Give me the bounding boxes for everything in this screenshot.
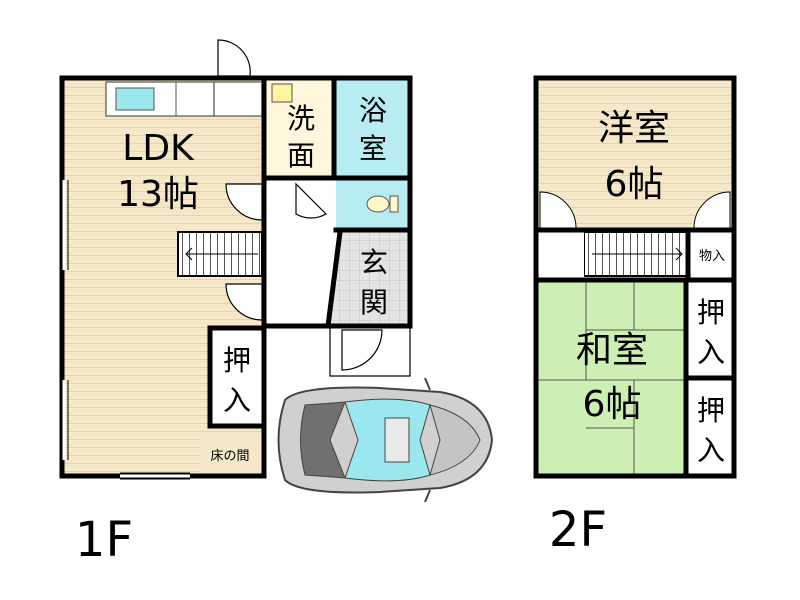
entry-door-top	[217, 39, 251, 77]
floor2-plan: 洋室 6帖 物入 和室 6帖 押 入 押 入 2F	[533, 75, 737, 558]
washer-icon	[271, 83, 293, 103]
tokonoma-area	[200, 436, 262, 474]
bath-label-bottom: 室	[359, 132, 387, 165]
washitsu-label: 和室	[576, 330, 648, 371]
fridge-space	[213, 81, 263, 117]
floor2-label: 2F	[549, 502, 607, 558]
youshitsu-door	[539, 191, 577, 229]
floor1-label: 1F	[75, 512, 133, 568]
genkan-label-bottom: 関	[360, 286, 388, 319]
toilet-icon	[366, 195, 399, 213]
tokonoma-label: 床の間	[210, 449, 249, 464]
stair-door	[225, 283, 263, 321]
closet-2f-lower	[688, 380, 734, 476]
closet-2f-lower-label-top: 押	[697, 394, 725, 427]
hallway	[264, 180, 334, 326]
landing-2f	[536, 232, 584, 282]
ldk-door	[225, 183, 263, 221]
bath-label-top: 浴	[359, 94, 387, 127]
wash-label-top: 洗	[287, 102, 315, 135]
closet-2f-lower-label-bottom: 入	[697, 434, 725, 467]
car-icon	[277, 377, 494, 503]
closet-1f	[212, 330, 262, 424]
washitsu-room	[536, 282, 684, 476]
hall-door	[295, 182, 327, 219]
youshitsu-size-label: 6帖	[605, 164, 664, 205]
closet-1f-label-top: 押	[223, 344, 251, 377]
youshitsu-label: 洋室	[598, 108, 670, 149]
genkan-room	[330, 232, 410, 326]
youshitsu-room	[536, 80, 734, 230]
ldk-size-label: 13帖	[117, 174, 199, 215]
genkan-label-top: 玄	[360, 246, 388, 279]
genkan-door	[341, 329, 383, 371]
storage-2f	[690, 232, 734, 278]
bath-room	[336, 80, 410, 176]
kitchen-sink-icon	[115, 87, 155, 111]
washitsu-size-label: 6帖	[583, 384, 642, 425]
closet-2f-upper-label-bottom: 入	[697, 336, 725, 369]
closet-1f-label-bottom: 入	[223, 384, 251, 417]
floor1-plan: LDK 13帖 洗 面 浴 室 玄 関 押 入 床の間 1F	[59, 39, 413, 568]
wash-label-bottom: 面	[287, 139, 315, 172]
porch	[329, 325, 411, 377]
storage-door	[693, 191, 731, 229]
ldk-label: LDK	[122, 128, 195, 169]
closet-2f-upper-label-top: 押	[697, 296, 725, 329]
storage-label: 物入	[699, 249, 725, 264]
closet-2f-upper	[688, 284, 734, 376]
